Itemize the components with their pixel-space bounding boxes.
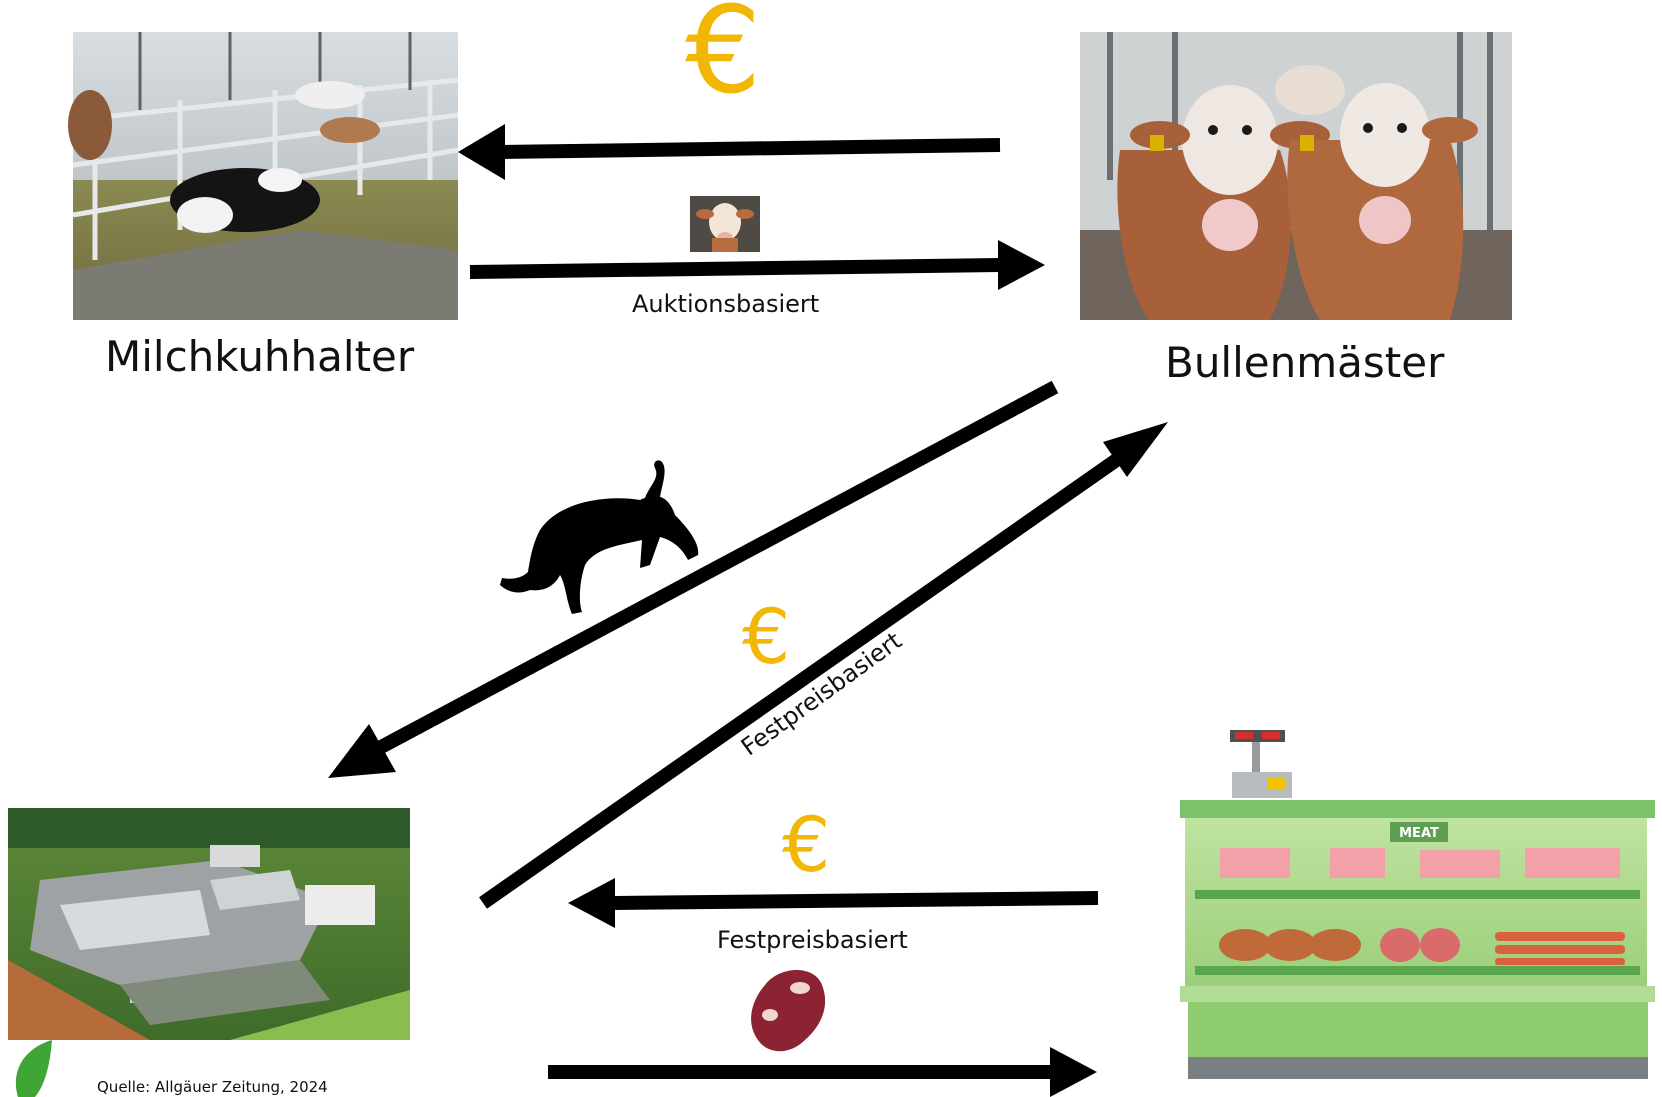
euro-middle-icon: € bbox=[742, 592, 791, 681]
calf-thumbnail bbox=[690, 196, 760, 252]
arrow-dairy-to-bull-calf bbox=[469, 240, 1045, 290]
flow-label-auction: Auktionsbasiert bbox=[632, 290, 820, 318]
meat-sign: MEAT bbox=[1399, 826, 1439, 841]
meat-chunk-icon bbox=[751, 970, 826, 1052]
node-label-bull-fattener: Bullenmäster bbox=[1165, 338, 1445, 387]
slaughterhouse-aerial-photo bbox=[8, 808, 410, 1040]
arrow-bull-to-dairy-payment bbox=[458, 124, 1001, 180]
flow-label-fixed-price-bottom: Festpreisbasiert bbox=[717, 926, 908, 954]
arrow-bull-to-slaughterhouse-animal bbox=[328, 380, 1059, 778]
source-citation: Quelle: Allgäuer Zeitung, 2024 bbox=[97, 1078, 328, 1096]
bull-silhouette-icon bbox=[500, 460, 699, 614]
arrow-slaughterhouse-to-retail-meat bbox=[548, 1047, 1097, 1097]
meat-counter-illustration: MEAT bbox=[1180, 730, 1655, 1079]
arrow-slaughterhouse-to-bull-payment bbox=[478, 422, 1168, 909]
node-label-dairy-farmer: Milchkuhhalter bbox=[105, 332, 415, 381]
euro-top-icon: € bbox=[685, 0, 762, 121]
arrow-retail-to-slaughterhouse-payment bbox=[568, 878, 1099, 928]
company-leaf-logo bbox=[15, 1040, 52, 1097]
bulls-photo bbox=[1080, 32, 1512, 320]
euro-bottom-icon: € bbox=[782, 800, 831, 889]
dairy-barn-photo bbox=[68, 32, 459, 320]
